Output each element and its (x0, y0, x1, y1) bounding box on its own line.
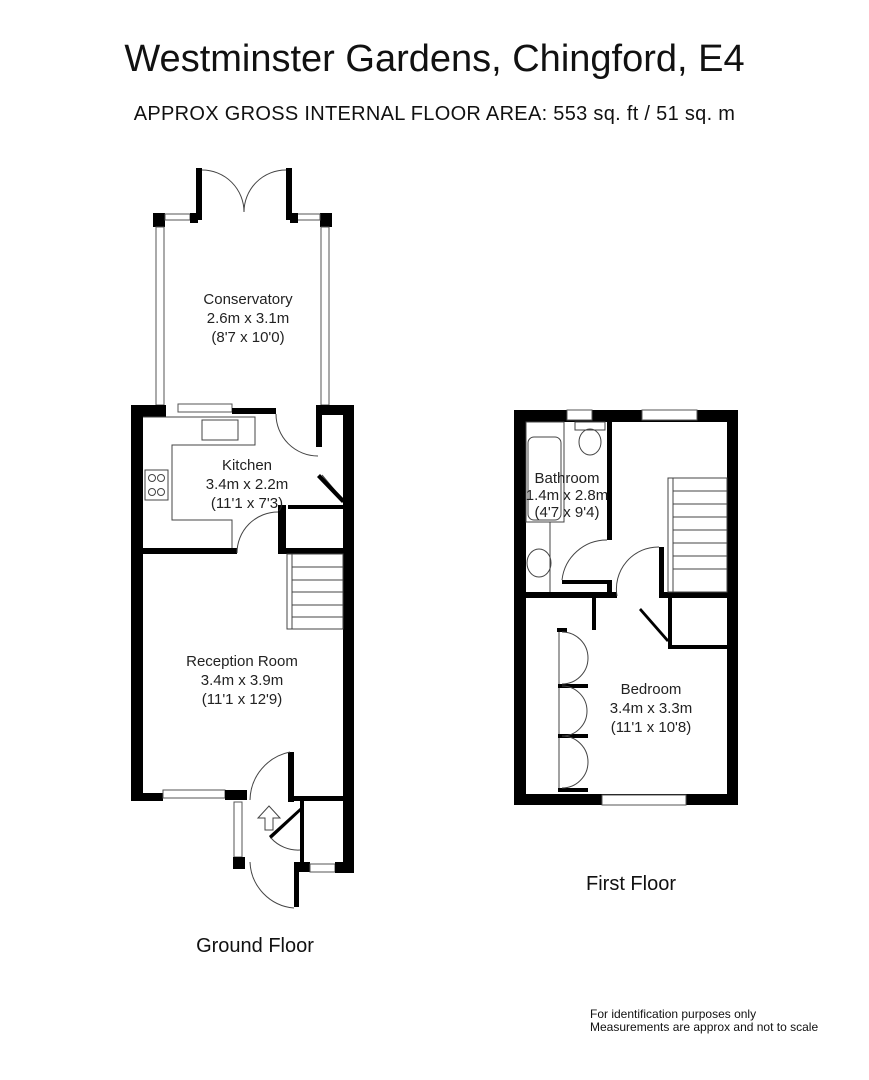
room-metric: 1.4m x 2.8m (526, 487, 609, 504)
room-metric: 3.4m x 2.2m (206, 476, 289, 493)
room-name: Bathroom (534, 470, 599, 487)
disclaimer-line: For identification purposes only (590, 1007, 757, 1021)
room-name: Reception Room (186, 653, 298, 670)
room-imperial: (11'1 x 7'3) (211, 495, 283, 512)
room-imperial: (11'1 x 12'9) (202, 691, 283, 708)
first-floor-plan: Bathroom 1.4m x 2.8m (4'7 x 9'4) Bedroom… (514, 409, 738, 895)
stairs (667, 477, 728, 593)
ground-floor-walls (131, 403, 354, 909)
disclaimer: For identification purposes only Measure… (590, 1008, 818, 1034)
room-imperial: (4'7 x 9'4) (535, 504, 600, 521)
room-metric: 3.4m x 3.3m (610, 700, 693, 717)
room-name: Bedroom (621, 681, 682, 698)
conservatory-walls (153, 168, 332, 406)
disclaimer-line: Measurements are approx and not to scale (590, 1020, 819, 1034)
room-metric: 2.6m x 3.1m (207, 310, 290, 327)
page-title: Westminster Gardens, Chingford, E4 (124, 38, 745, 80)
room-name: Conservatory (203, 291, 293, 308)
room-metric: 3.4m x 3.9m (201, 672, 284, 689)
room-imperial: (8'7 x 10'0) (211, 329, 284, 346)
ground-floor-plan: Conservatory 2.6m x 3.1m (8'7 x 10'0) Ki… (131, 168, 354, 957)
floor-label-ground: Ground Floor (196, 935, 314, 957)
stairs (286, 553, 344, 630)
entrance-arrow-icon (256, 805, 282, 831)
floor-area-subtitle: APPROX GROSS INTERNAL FLOOR AREA: 553 sq… (133, 103, 736, 125)
floor-label-first: First Floor (586, 873, 676, 895)
room-name: Kitchen (222, 457, 272, 474)
room-imperial: (11'1 x 10'8) (611, 719, 692, 736)
first-floor-walls (514, 409, 738, 806)
